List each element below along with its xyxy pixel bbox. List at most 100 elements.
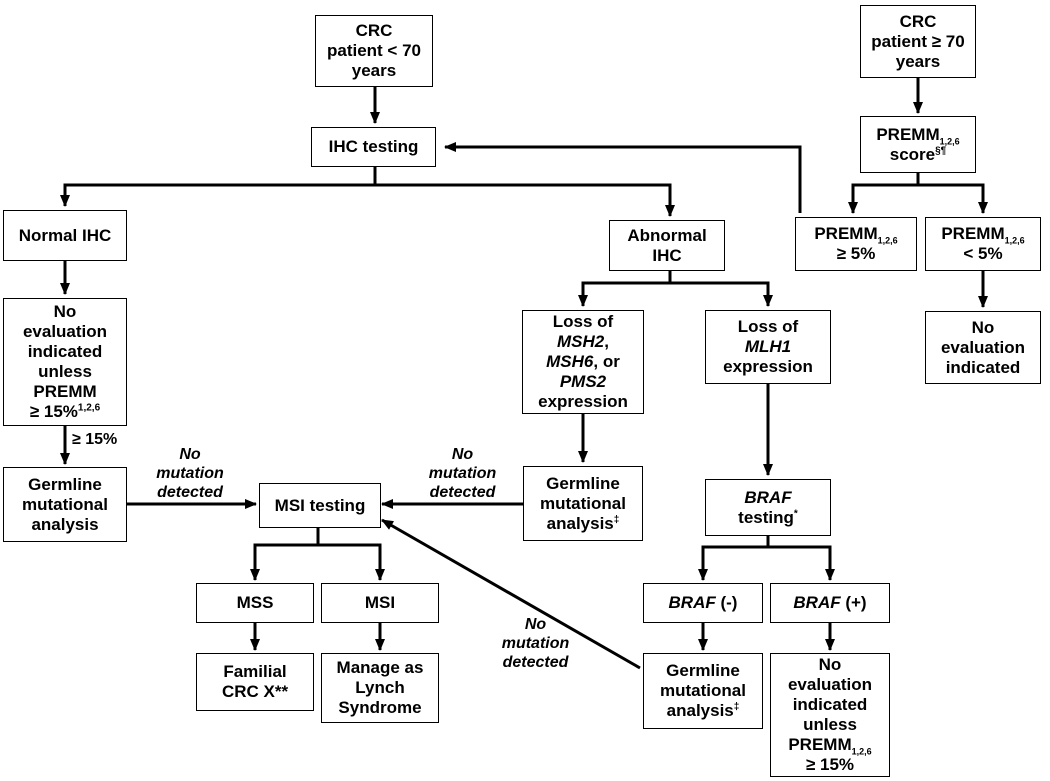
node-line: IHC	[652, 245, 682, 265]
node-line: indicated	[792, 695, 868, 714]
edge-premm-score-split	[851, 172, 985, 204]
gene-name: MSH2	[557, 332, 605, 351]
node-line: unless	[38, 362, 92, 381]
node-line: mutational	[540, 493, 626, 513]
node-line: ≥ 5%	[836, 244, 876, 263]
gene-name: BRAF	[668, 593, 716, 612]
node-superscript: *	[793, 507, 798, 519]
edge-label-text: detected	[502, 654, 569, 671]
node-line: ≥ 15%	[29, 402, 78, 421]
edge-braf-testing-split	[701, 535, 832, 565]
node-line: PREMM	[941, 224, 1005, 243]
node-normal-ihc: Normal IHC	[3, 210, 127, 261]
node-braf-positive: BRAF (+)	[770, 583, 890, 623]
node-line: IHC testing	[328, 137, 419, 156]
node-line: score	[889, 144, 936, 164]
node-line: No	[818, 655, 842, 674]
edge-label-ge-15: ≥ 15%	[72, 430, 132, 449]
node-punct: , or	[593, 352, 620, 371]
gene-name: BRAF	[744, 487, 792, 507]
edge-abnormal-ihc-split	[581, 270, 770, 296]
node-line: No	[53, 302, 77, 321]
node-line: Normal IHC	[18, 225, 112, 245]
gene-name: BRAF	[793, 593, 841, 612]
node-line: evaluation	[787, 675, 873, 694]
node-line: Manage as	[336, 658, 424, 677]
node-line: years	[351, 61, 397, 80]
node-line: patient < 70	[326, 41, 421, 60]
gene-name: MSH6	[546, 352, 594, 371]
node-line: (-)	[715, 593, 738, 612]
node-line: Loss of	[552, 312, 614, 331]
node-msi-testing: MSI testing	[259, 483, 381, 528]
node-line: Syndrome	[338, 698, 422, 717]
node-subscript: 1,2,6	[851, 746, 872, 757]
node-line: analysis	[31, 514, 99, 534]
node-line: MSI testing	[274, 495, 366, 515]
node-superscript: §¶	[935, 144, 947, 156]
node-line: evaluation	[22, 322, 108, 341]
node-line: patient ≥ 70	[871, 31, 965, 51]
edge-label-text: No	[179, 446, 201, 463]
node-line: MSS	[236, 593, 274, 612]
edge-premm-ge5-to-ihc	[444, 142, 802, 213]
edge-ihc-split	[63, 166, 672, 204]
node-line: PREMM	[33, 382, 97, 401]
edge-label-text: No	[524, 616, 547, 633]
edge-label-text: mutation	[428, 465, 497, 482]
node-line: unless	[803, 715, 857, 734]
edge-label-text: ≥ 15%	[72, 431, 118, 448]
node-line: years	[895, 51, 941, 71]
node-line: Loss of	[737, 317, 799, 336]
node-line: Germline	[28, 474, 102, 494]
node-line: indicated	[27, 342, 103, 361]
node-line: mutational	[22, 494, 108, 514]
edge-label-text: detected	[157, 484, 223, 501]
node-line: CRC	[899, 11, 937, 31]
node-line: (+)	[840, 593, 867, 612]
node-line: MSI	[364, 593, 396, 612]
node-subscript: 1,2,6	[1004, 235, 1025, 246]
node-msi: MSI	[321, 583, 439, 623]
node-line: expression	[723, 357, 813, 376]
node-line: evaluation	[940, 337, 1026, 357]
node-superscript: ‡	[613, 513, 620, 525]
node-superscript: ‡	[733, 701, 740, 713]
edge-label-text: detected	[429, 484, 496, 501]
node-mss: MSS	[196, 583, 314, 623]
node-line: PREMM	[876, 124, 940, 144]
node-line: ≥ 15%	[805, 755, 855, 774]
node-line: Familial	[223, 662, 287, 681]
node-line: expression	[538, 392, 628, 411]
edge-msi-split	[253, 527, 382, 565]
edge-label-no-mutation-left: No mutation detected	[140, 445, 240, 502]
node-line: CRC	[355, 21, 393, 40]
node-line: Germline	[666, 661, 740, 680]
node-line: Abnormal	[627, 225, 707, 245]
node-line: CRC X**	[221, 682, 289, 701]
node-line: testing	[738, 507, 794, 527]
node-line: PREMM	[814, 224, 878, 243]
edge-label-text: mutation	[156, 465, 224, 482]
node-line: No	[971, 317, 995, 337]
node-premm-ge-5: PREMM1,2,6≥ 5%	[795, 217, 917, 271]
node-line: Germline	[546, 473, 620, 493]
node-subscript: 1,2,6	[939, 135, 960, 146]
node-line: analysis	[666, 701, 734, 720]
